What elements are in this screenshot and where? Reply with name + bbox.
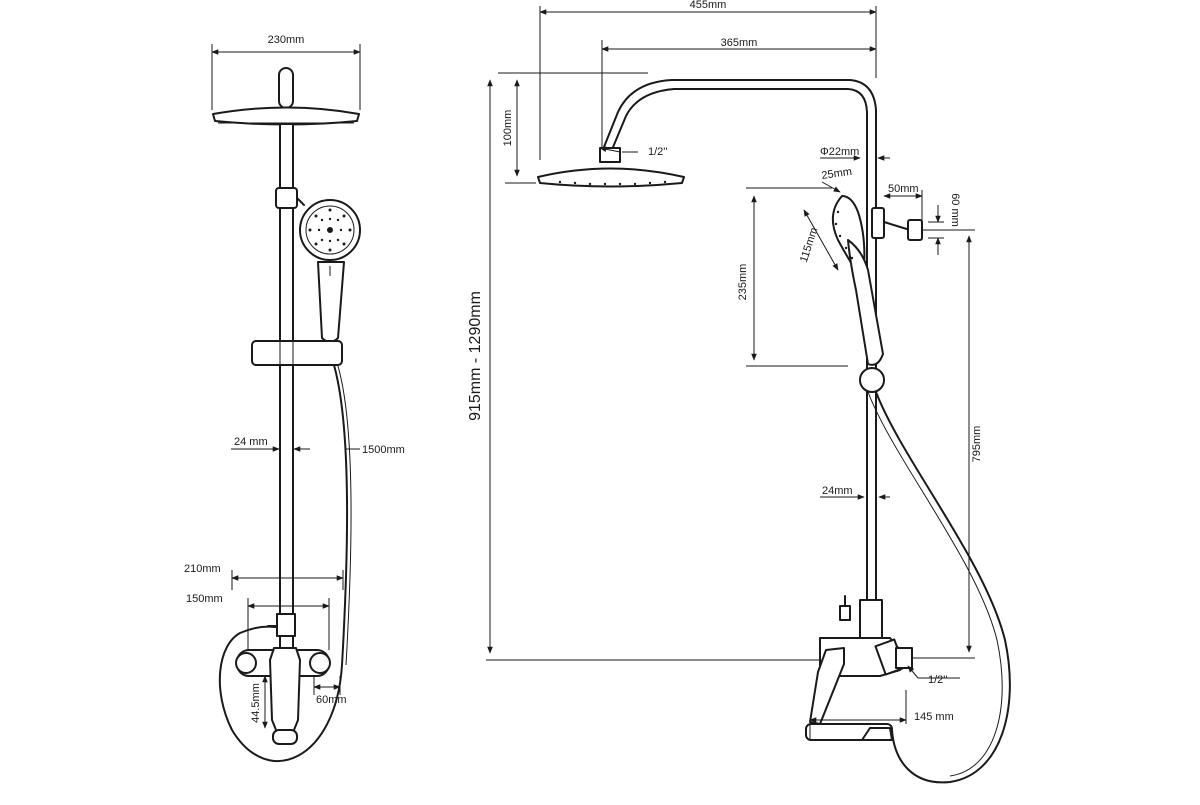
side-holder-bracket <box>883 219 923 241</box>
side-total-reach-label: 455mm <box>690 0 727 11</box>
front-dimension-labels: 230mm 24 mm 1500mm 210mm 150mm 44.5mm 60… <box>184 34 405 723</box>
side-head-thread-label: 1/2'' <box>648 146 668 158</box>
front-hose-length-label: 1500mm <box>362 444 405 456</box>
side-dimension-lines <box>486 6 975 740</box>
side-arm-reach-label: 365mm <box>721 37 758 49</box>
side-holder-offset-label: 50mm <box>888 183 919 195</box>
front-hose <box>218 364 352 762</box>
front-slide-rod <box>275 123 305 653</box>
side-overhead-arm <box>601 79 877 601</box>
front-outlet-offset-label: 60mm <box>316 694 347 706</box>
front-head-width-label: 230mm <box>268 34 305 46</box>
side-hand-head-size-label: 115mm <box>798 226 820 264</box>
side-mixer-valve <box>805 595 913 741</box>
side-hose <box>859 367 1011 784</box>
side-total-height-label: 915mm - 1290mm <box>467 291 484 421</box>
side-handshower-length-label: 235mm <box>737 264 749 301</box>
front-dimension-lines <box>211 44 361 729</box>
side-inlet-thread-label: 1/2'' <box>928 674 948 686</box>
side-mixer-projection-label: 145 mm <box>914 711 954 723</box>
front-rod-diameter-label: 24 mm <box>234 436 268 448</box>
front-mixer-valve <box>235 613 331 745</box>
front-center-distance-label: 150mm <box>186 593 223 605</box>
side-view: 455mm 365mm 100mm 915mm - 1290mm 1/2'' Φ… <box>467 0 1011 784</box>
side-dimension-labels: 455mm 365mm 100mm 915mm - 1290mm 1/2'' Φ… <box>467 0 983 723</box>
front-sliding-bracket <box>251 340 343 366</box>
front-view: 230mm 24 mm 1500mm 210mm 150mm 44.5mm 60… <box>184 34 405 762</box>
side-rod-diameter-label: 24mm <box>822 485 853 497</box>
front-shower-head <box>212 67 360 126</box>
front-hose-span-label: 210mm <box>184 563 221 575</box>
side-hand-shower <box>831 195 885 366</box>
side-holder-to-inlet-label: 795mm <box>971 426 983 463</box>
side-tube-diameter-label: Φ22mm <box>820 146 859 158</box>
front-hand-shower <box>299 199 361 343</box>
front-handle-height-label: 44.5mm <box>250 683 262 723</box>
side-holder-height-label: 60 mm <box>949 193 961 227</box>
side-head-height-label: 100mm <box>502 110 514 147</box>
side-hand-head-depth-label: 25mm <box>821 166 853 182</box>
